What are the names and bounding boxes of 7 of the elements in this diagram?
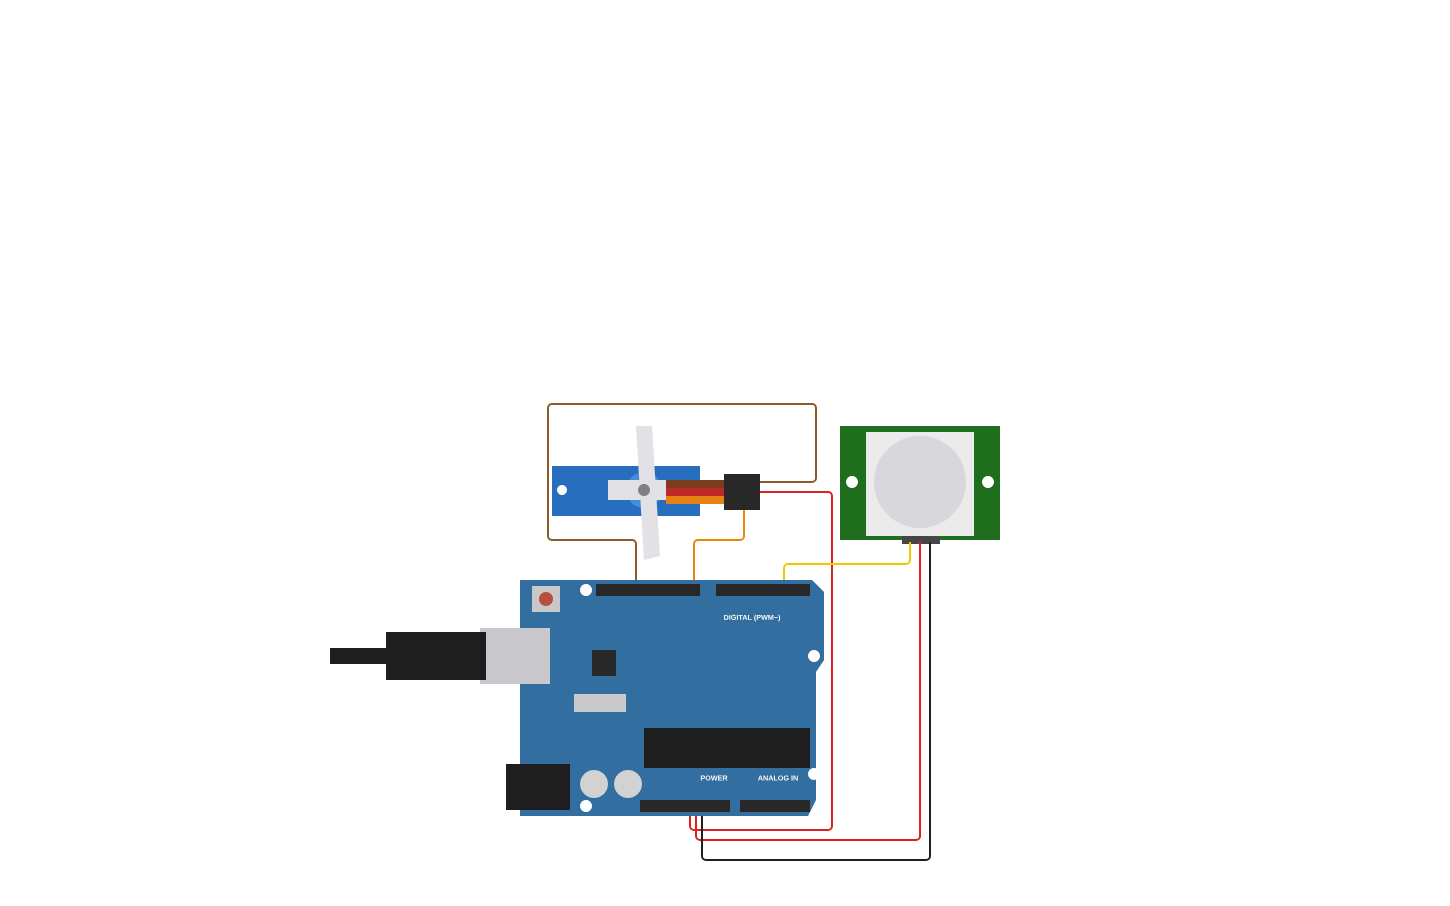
wire	[783, 541, 911, 581]
servo-drawing	[552, 426, 760, 560]
wire	[689, 491, 833, 831]
microcontroller-board-drawing	[330, 580, 824, 816]
motion-sensor-drawing	[840, 426, 1000, 544]
wire	[547, 403, 817, 581]
wire	[693, 509, 745, 581]
